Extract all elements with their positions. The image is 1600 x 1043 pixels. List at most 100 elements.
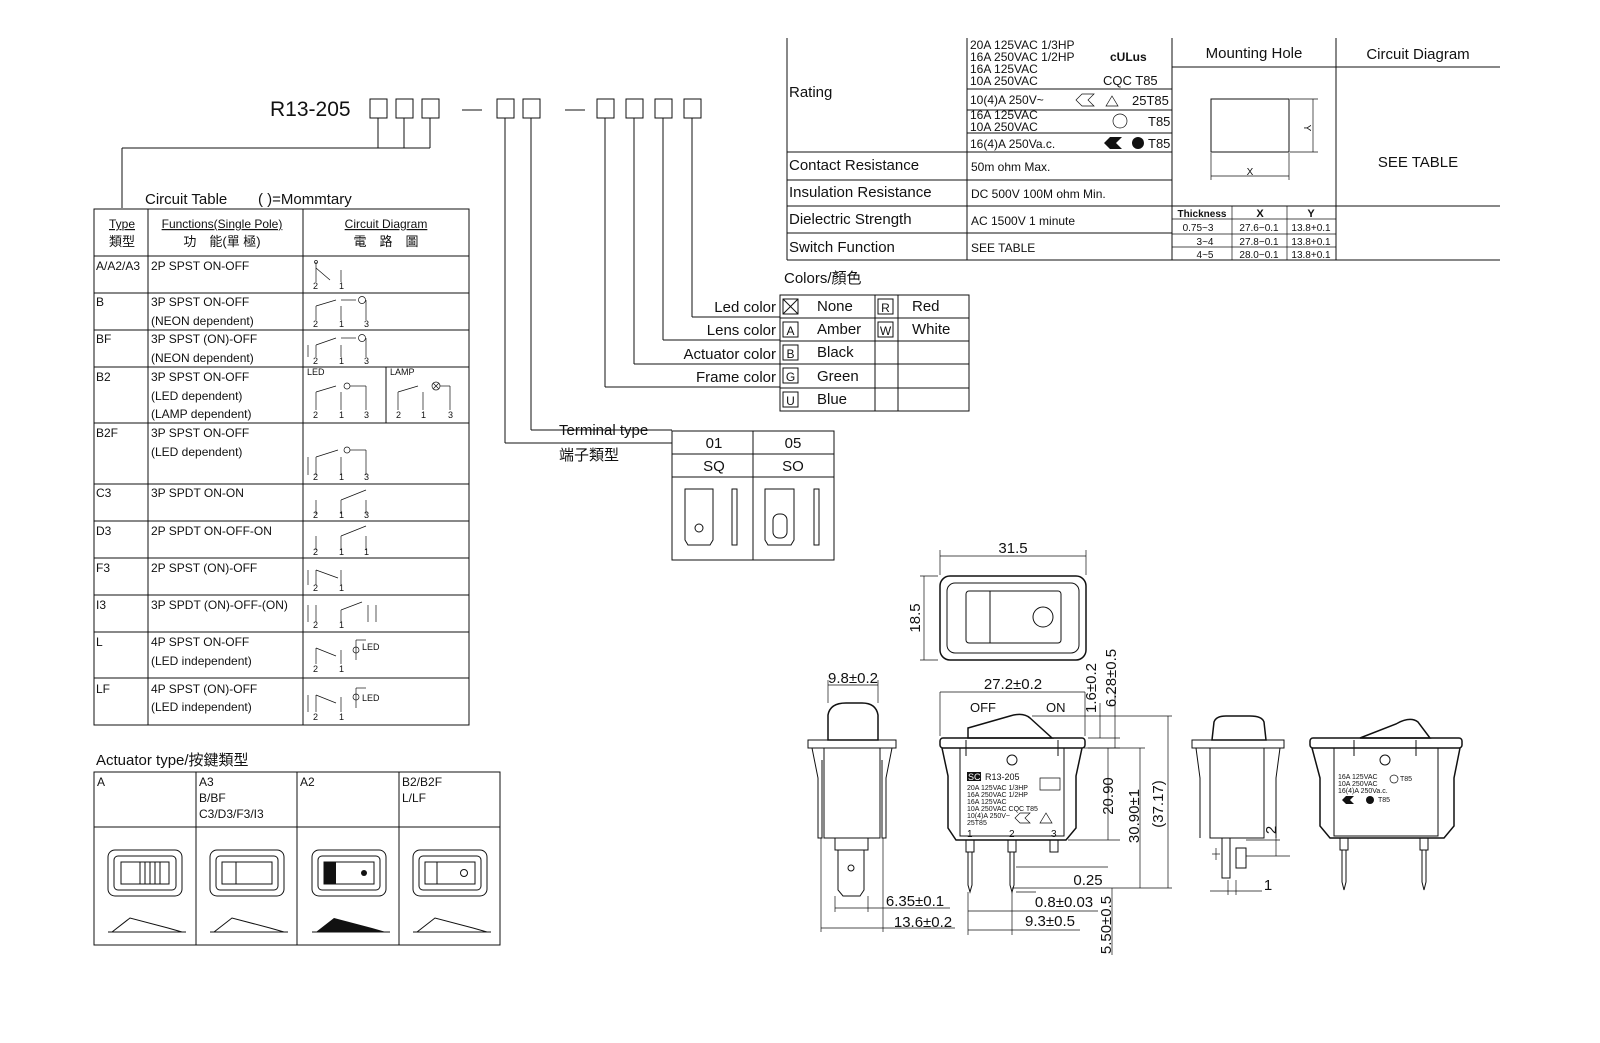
dielectric-strength-label: Dielectric Strength [789,211,912,228]
table-row: B2 3P SPST ON-OFF (LED dependent) (LAMP … [96,370,252,421]
circuit-table-note: ( )=Mommtary [258,191,352,208]
table-row: LF 4P SPST (ON)-OFF (LED independent) [96,682,257,714]
legend-lens-color: Lens color [707,322,776,339]
actuator-a3-icon [209,849,288,933]
svg-text:3P SPDT ON-ON: 3P SPDT ON-ON [151,486,244,500]
svg-text:1: 1 [339,472,344,482]
svg-text:2: 2 [313,510,318,520]
svg-text:2P SPST (ON)-OFF: 2P SPST (ON)-OFF [151,561,257,575]
svg-text:C3: C3 [96,486,112,500]
svg-text:2P SPST ON-OFF: 2P SPST ON-OFF [151,259,249,273]
svg-text:X: X [1256,208,1264,220]
circuit-table-title: Circuit Table [145,191,227,208]
svg-text:(LED dependent): (LED dependent) [151,445,242,459]
svg-text:3: 3 [364,356,369,366]
terminal-sq-icon [684,488,738,546]
svg-text:T85: T85 [1400,776,1412,783]
table-row: BF 3P SPST (ON)-OFF (NEON dependent) [96,332,257,365]
table-row: C3 3P SPDT ON-ON [96,486,244,500]
svg-text:10(4)A 250V~: 10(4)A 250V~ [967,813,1010,820]
svg-text:D3: D3 [96,524,112,538]
dim-3717: (37.17) [1150,780,1167,828]
svg-text:2: 2 [313,583,318,593]
vde-mark-icon [1075,93,1119,107]
part-code-prefix: R13-205 [270,98,351,121]
svg-text:Thickness: Thickness [1178,209,1227,220]
svg-text:R: R [881,301,890,315]
svg-text:2: 2 [313,547,318,557]
svg-text:3: 3 [364,472,369,482]
svg-text:B2: B2 [96,370,111,384]
svg-text:L: L [96,635,103,649]
svg-text:F3: F3 [96,561,110,575]
svg-text:(NEON dependent): (NEON dependent) [151,314,254,328]
table-row: A/A2/A3 2P SPST ON-OFF [96,259,249,273]
rating-line-3b: 10A 250VAC [970,120,1038,134]
svg-text:16A 125VAC: 16A 125VAC [967,799,1007,806]
svg-text:1: 1 [339,319,344,329]
mounting-hole-drawing [1210,98,1318,180]
label-led: LED [362,693,380,703]
svg-text:G: G [786,370,795,384]
header-functions: Functions(Single Pole) [162,217,283,231]
side-view-drawing [807,680,955,932]
svg-text:2: 2 [396,410,401,420]
svg-text:4P SPST ON-OFF: 4P SPST ON-OFF [151,635,249,649]
svg-text:2: 2 [313,620,318,630]
ul-mark-icon: cULus [1110,50,1147,64]
dim-3090: 30.90±1 [1126,789,1143,843]
dim-top-width: 31.5 [998,540,1027,557]
svg-text:C3/D3/F3/I3: C3/D3/F3/I3 [199,807,264,821]
color-green: Green [817,368,859,385]
contact-resistance-label: Contact Resistance [789,157,919,174]
mounting-hole-header: Mounting Hole [1206,45,1303,62]
svg-text:I3: I3 [96,598,106,612]
colors-table: Colors/顏色 Led color Lens color Actuator … [683,269,970,412]
svg-text:20A 125VAC 1/3HP: 20A 125VAC 1/3HP [970,38,1075,52]
svg-text:1: 1 [364,547,369,557]
rating-line-2: 10(4)A 250V~ [970,93,1044,107]
svg-text:2: 2 [313,356,318,366]
svg-text:10A 250VAC: 10A 250VAC [970,74,1038,88]
part-code: R13-205 [121,98,780,444]
plate-vde-mark-icon [1014,812,1053,824]
svg-text:B/BF: B/BF [199,791,226,805]
svg-text:3P SPST (ON)-OFF: 3P SPST (ON)-OFF [151,332,257,346]
svg-text:(LED independent): (LED independent) [151,654,252,668]
svg-text:25T85: 25T85 [967,820,987,827]
svg-text:3P SPST ON-OFF: 3P SPST ON-OFF [151,426,249,440]
color-black: Black [817,344,854,361]
svg-text:27.8−0.1: 27.8−0.1 [1239,237,1279,248]
svg-text:1: 1 [421,410,426,420]
svg-text:25T85: 25T85 [1132,93,1169,108]
enec-mark-icon [1104,137,1144,149]
label-led: LED [362,642,380,652]
actuator-a-icon [107,849,186,933]
svg-text:13.8+0.1: 13.8+0.1 [1291,250,1331,261]
actuator-b2-icon [412,849,491,933]
rating-ul-block: 20A 125VAC 1/3HP 16A 250VAC 1/2HP 16A 12… [970,38,1075,88]
svg-text:2: 2 [313,664,318,674]
svg-text:X: X [1247,167,1254,178]
circuit-diagram-header: Circuit Diagram [1366,46,1469,63]
circuit-schematics [307,260,451,712]
table-row: F3 2P SPST (ON)-OFF [96,561,257,575]
svg-text:0.75~3: 0.75~3 [1183,223,1214,234]
cqc-mark: CQC T85 [1103,73,1158,88]
legend-frame-color: Frame color [696,369,776,386]
dim-025: 0.25 [1073,872,1102,889]
svg-text:U: U [786,394,795,408]
svg-text:2: 2 [313,712,318,722]
svg-text:2P SPDT ON-OFF-ON: 2P SPDT ON-OFF-ON [151,524,272,538]
svg-text:1: 1 [967,829,973,840]
thickness-table: Thickness X Y 0.75~3 27.6−0.1 13.8+0.1 3… [1172,206,1336,261]
svg-text:1: 1 [339,712,344,722]
switch-function-label: Switch Function [789,239,895,256]
spec-table: Rating 20A 125VAC 1/3HP 16A 250VAC 1/2HP… [786,38,1500,261]
color-none: None [817,298,853,315]
color-blue: Blue [817,391,847,408]
terminal-title: Terminal type [559,422,648,439]
table-row: D3 2P SPDT ON-OFF-ON [96,524,272,538]
back-view-drawing [1309,718,1463,891]
